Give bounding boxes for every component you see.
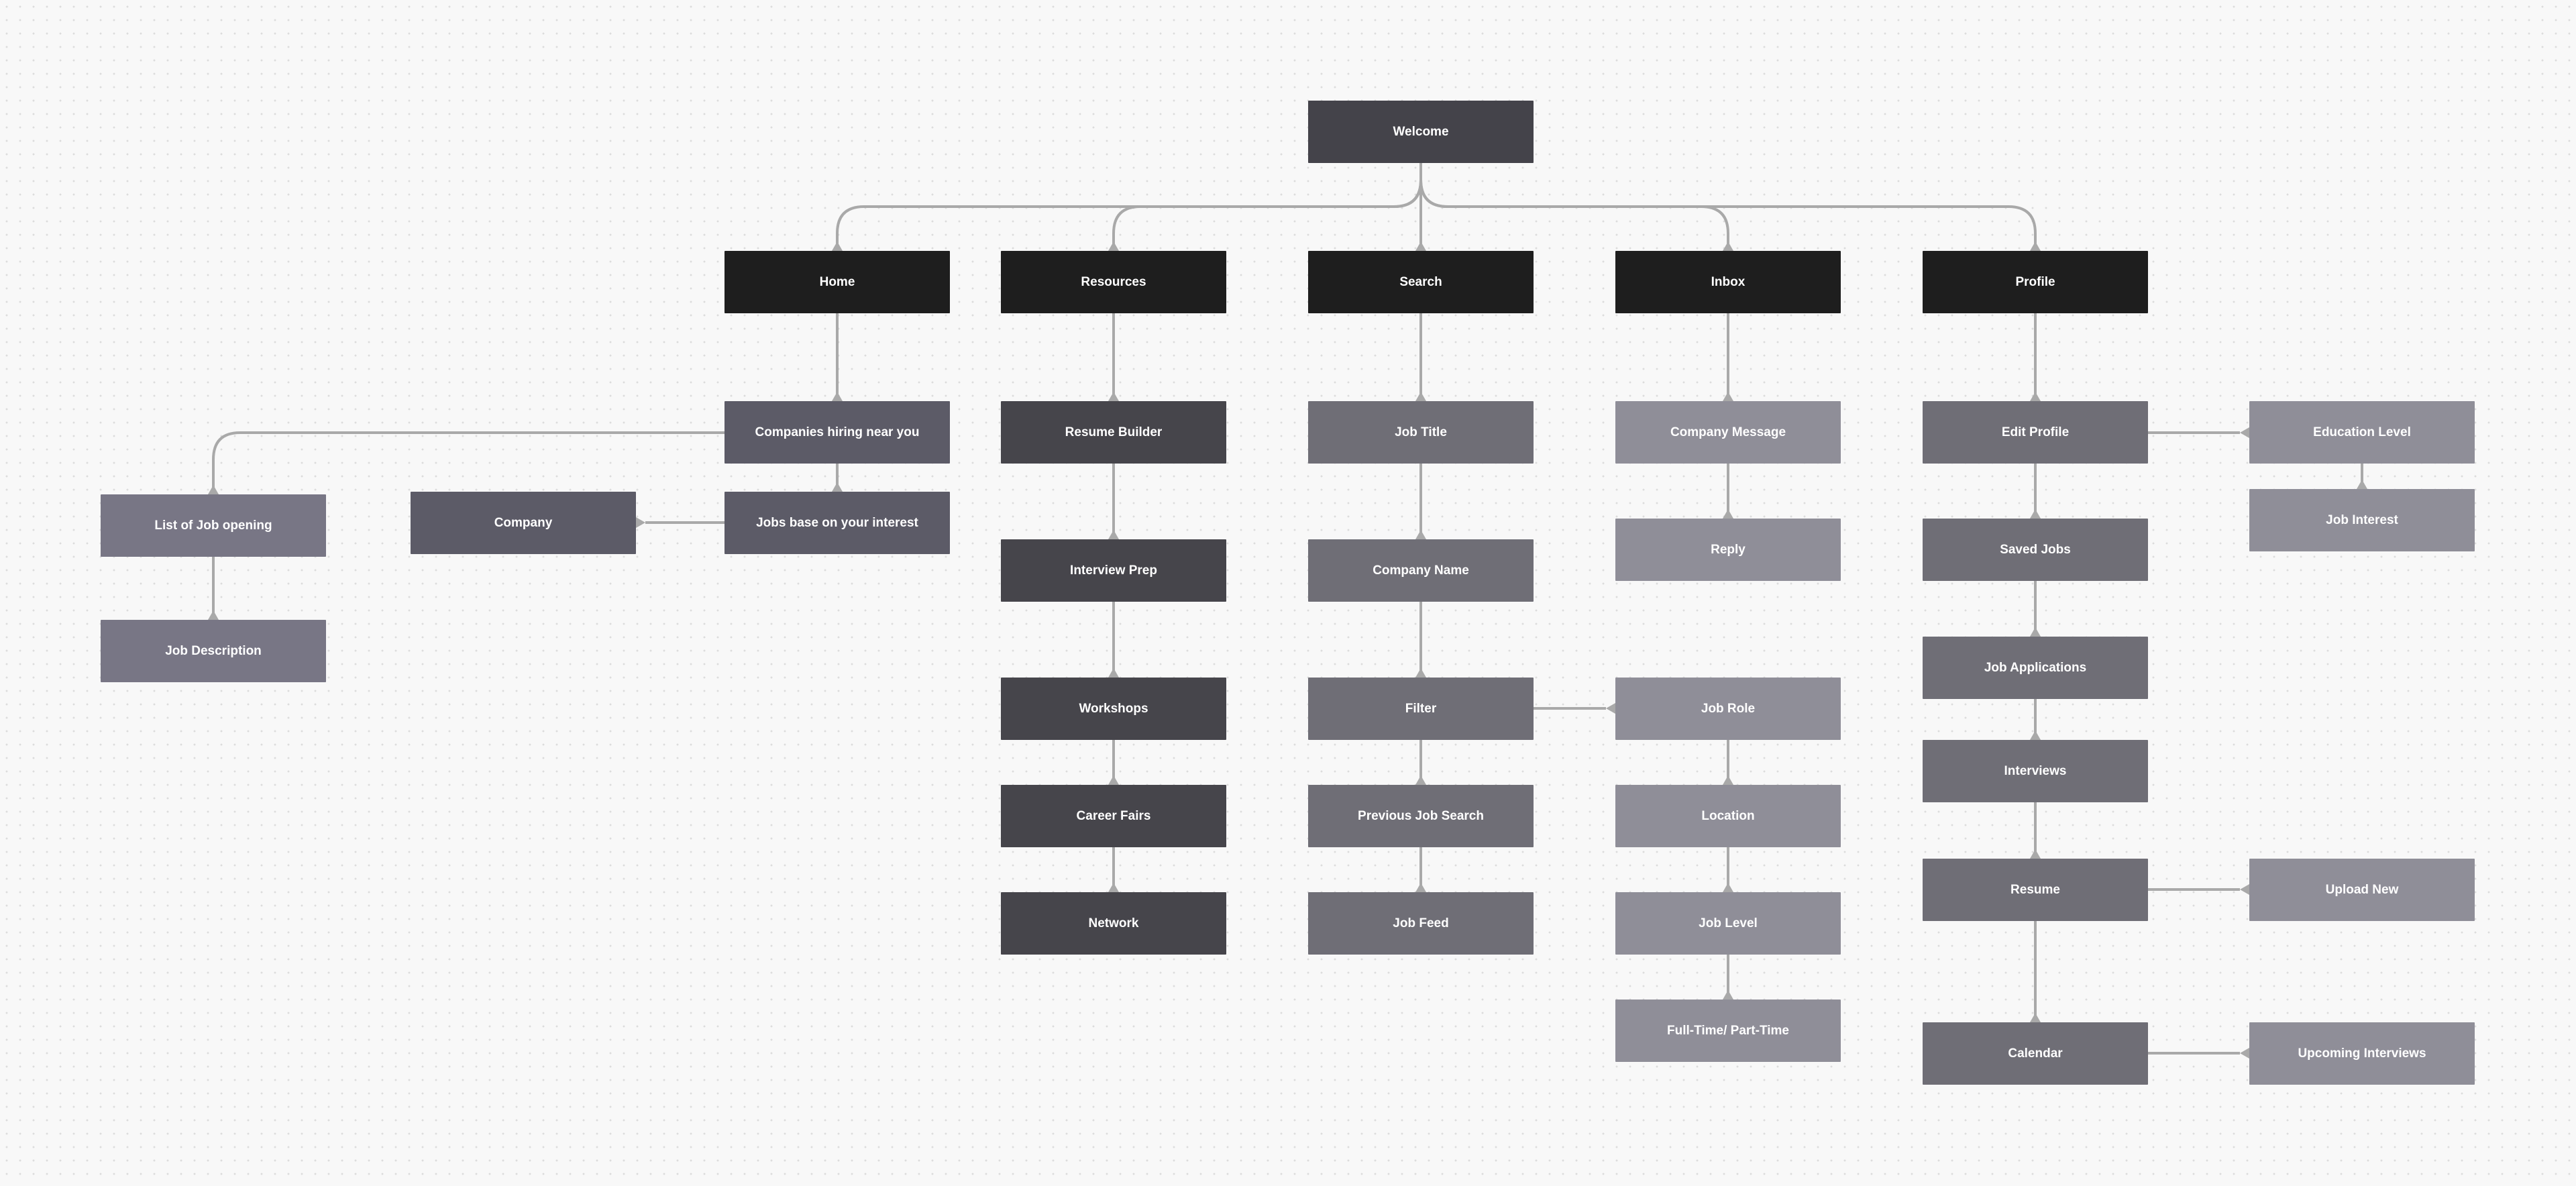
connector-welcome-inbox [1419, 179, 1729, 251]
node-upcoming-interviews[interactable]: Upcoming Interviews [2249, 1022, 2475, 1085]
connector-companies-list-arrow [208, 485, 219, 494]
node-upload-new[interactable]: Upload New [2249, 859, 2475, 921]
node-search[interactable]: Search [1308, 251, 1534, 313]
connector-title-company-arrow [1415, 530, 1426, 539]
node-full-time-part-time[interactable]: Full-Time/ Part-Time [1615, 1000, 1841, 1062]
connector-inbox-message-arrow [1723, 392, 1733, 401]
connector-role-location-arrow [1723, 775, 1733, 785]
connector-message-reply-arrow [1723, 509, 1733, 519]
connector-welcome-profile [1419, 179, 2037, 251]
connector-previous-feed-arrow [1415, 883, 1426, 892]
connector-prep-workshops-arrow [1108, 668, 1119, 678]
node-education-level[interactable]: Education Level [2249, 401, 2475, 464]
node-filter[interactable]: Filter [1308, 678, 1534, 740]
node-welcome[interactable]: Welcome [1308, 101, 1534, 163]
connector-companies-jobs-arrow [832, 482, 843, 492]
connector-applications-interviews-arrow [2030, 731, 2041, 740]
connector-home-companies-arrow [832, 392, 843, 401]
connector-workshops-fairs-arrow [1108, 775, 1119, 785]
connector-builder-prep-arrow [1108, 530, 1119, 539]
connector-calendar-upcoming-arrow [2240, 1048, 2249, 1059]
node-job-applications[interactable]: Job Applications [1923, 637, 2148, 699]
connector-welcome-arrow-0 [832, 241, 843, 251]
node-inbox[interactable]: Inbox [1615, 251, 1841, 313]
node-companies-hiring-near-you[interactable]: Companies hiring near you [724, 401, 950, 464]
connector-location-level-arrow [1723, 883, 1733, 892]
connector-resources-builder-arrow [1108, 392, 1119, 401]
node-edit-profile[interactable]: Edit Profile [1923, 401, 2148, 464]
node-network[interactable]: Network [1001, 892, 1226, 955]
connector-welcome-arrow-1 [1108, 241, 1119, 251]
node-company[interactable]: Company [411, 492, 636, 554]
connector-fairs-network-arrow [1108, 883, 1119, 892]
node-profile[interactable]: Profile [1923, 251, 2148, 313]
node-company-name[interactable]: Company Name [1308, 539, 1534, 602]
node-job-role[interactable]: Job Role [1615, 678, 1841, 740]
node-reply[interactable]: Reply [1615, 519, 1841, 581]
node-interviews[interactable]: Interviews [1923, 740, 2148, 802]
node-calendar[interactable]: Calendar [1923, 1022, 2148, 1085]
node-job-feed[interactable]: Job Feed [1308, 892, 1534, 955]
node-home[interactable]: Home [724, 251, 950, 313]
node-resources[interactable]: Resources [1001, 251, 1226, 313]
connector-resume-upload-arrow [2240, 884, 2249, 895]
connector-list-description-arrow [208, 610, 219, 620]
node-previous-job-search[interactable]: Previous Job Search [1308, 785, 1534, 847]
connector-search-title-arrow [1415, 392, 1426, 401]
connector-welcome-arrow-3 [1723, 241, 1733, 251]
node-resume[interactable]: Resume [1923, 859, 2148, 921]
connector-filter-previous-arrow [1415, 775, 1426, 785]
node-list-of-job-opening[interactable]: List of Job opening [101, 494, 326, 557]
connector-level-time-arrow [1723, 990, 1733, 1000]
node-company-message[interactable]: Company Message [1615, 401, 1841, 464]
node-jobs-base-on-your-interest[interactable]: Jobs base on your interest [724, 492, 950, 554]
node-job-interest[interactable]: Job Interest [2249, 489, 2475, 551]
connector-profile-edit-arrow [2030, 392, 2041, 401]
connector-resume-calendar-arrow [2030, 1013, 2041, 1022]
connector-company-filter-arrow [1415, 668, 1426, 678]
connector-edit-saved-arrow [2030, 509, 2041, 519]
node-saved-jobs[interactable]: Saved Jobs [1923, 519, 2148, 581]
connector-welcome-arrow-4 [2030, 241, 2041, 251]
connector-jobs-company-arrow [636, 517, 645, 528]
connector-companies-list [212, 431, 724, 494]
connector-interviews-resume-arrow [2030, 849, 2041, 859]
node-workshops[interactable]: Workshops [1001, 678, 1226, 740]
connector-welcome-arrow-2 [1415, 241, 1426, 251]
connector-edit-education-arrow [2240, 427, 2249, 438]
node-job-title[interactable]: Job Title [1308, 401, 1534, 464]
connector-filter-role-arrow [1606, 703, 1615, 714]
connector-education-interest-arrow [2357, 480, 2367, 489]
connector-welcome-resources [1112, 179, 1422, 251]
node-resume-builder[interactable]: Resume Builder [1001, 401, 1226, 464]
node-interview-prep[interactable]: Interview Prep [1001, 539, 1226, 602]
node-job-description[interactable]: Job Description [101, 620, 326, 682]
node-location[interactable]: Location [1615, 785, 1841, 847]
connector-saved-applications-arrow [2030, 627, 2041, 637]
node-job-level[interactable]: Job Level [1615, 892, 1841, 955]
node-career-fairs[interactable]: Career Fairs [1001, 785, 1226, 847]
